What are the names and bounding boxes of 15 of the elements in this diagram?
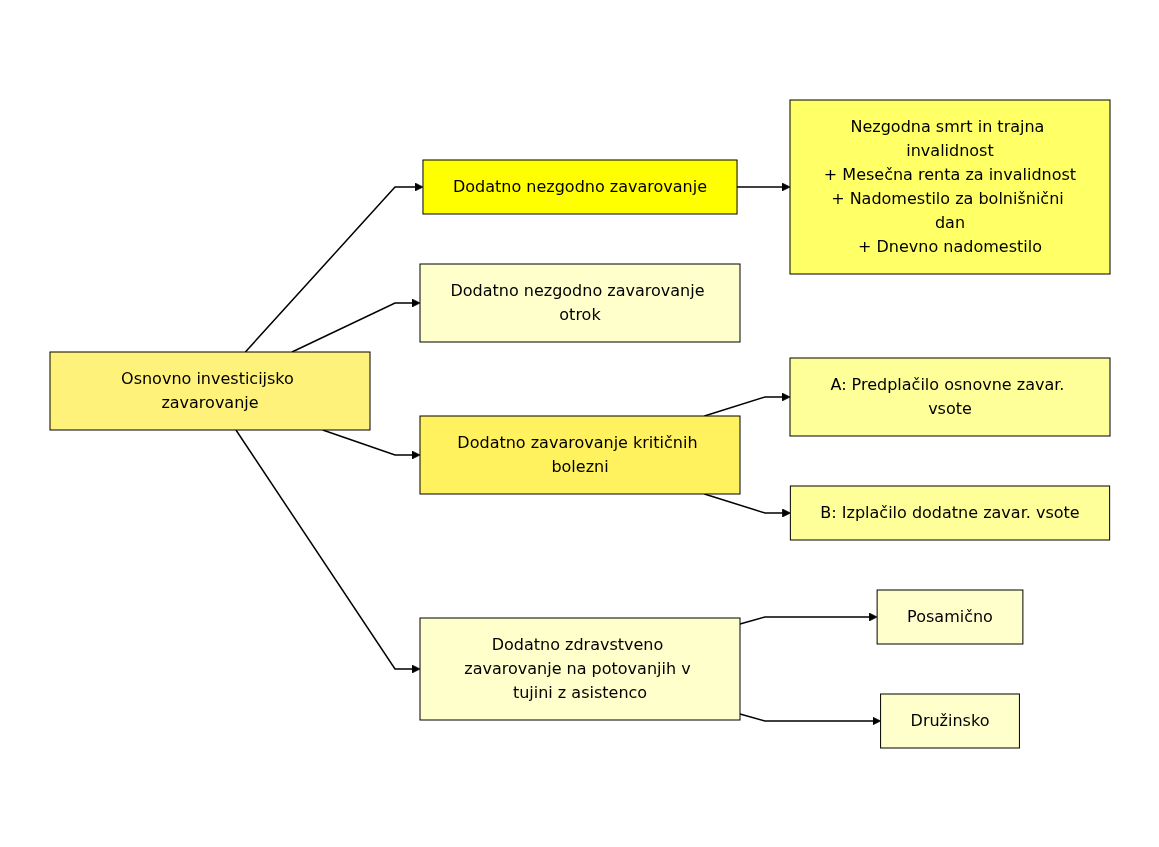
node-box: B: Izplačilo dodatne zavar. vsote — [789, 485, 1110, 540]
node-box: A: Predplačilo osnovne zavar. vsote — [789, 357, 1110, 436]
node-box: Posamično — [876, 589, 1023, 644]
node-box: Nezgodna smrt in trajna invalidnost + Mesečna renta za invalidnost + Nadomestilo za bolnišnični dan + Dnevno nadomestilo — [789, 99, 1110, 274]
node-box: Osnovno investicijsko zavarovanje — [49, 351, 370, 430]
node-box: Dodatno nezgodno zavarovanje — [421, 159, 738, 214]
node-box: Dodatno zdravstveno zavarovanje na potovanjih v tujini z asistenco — [419, 617, 740, 720]
node-box: Dodatno nezgodno zavarovanje otrok — [419, 263, 740, 342]
arrow — [234, 428, 420, 673]
node-box: Družinsko — [879, 693, 1020, 748]
arrow — [738, 712, 881, 725]
arrow — [244, 182, 423, 353]
arrow — [735, 182, 790, 191]
node-box: Dodatno zavarovanje kritičnih bolezni — [419, 415, 740, 494]
arrow — [738, 612, 877, 625]
